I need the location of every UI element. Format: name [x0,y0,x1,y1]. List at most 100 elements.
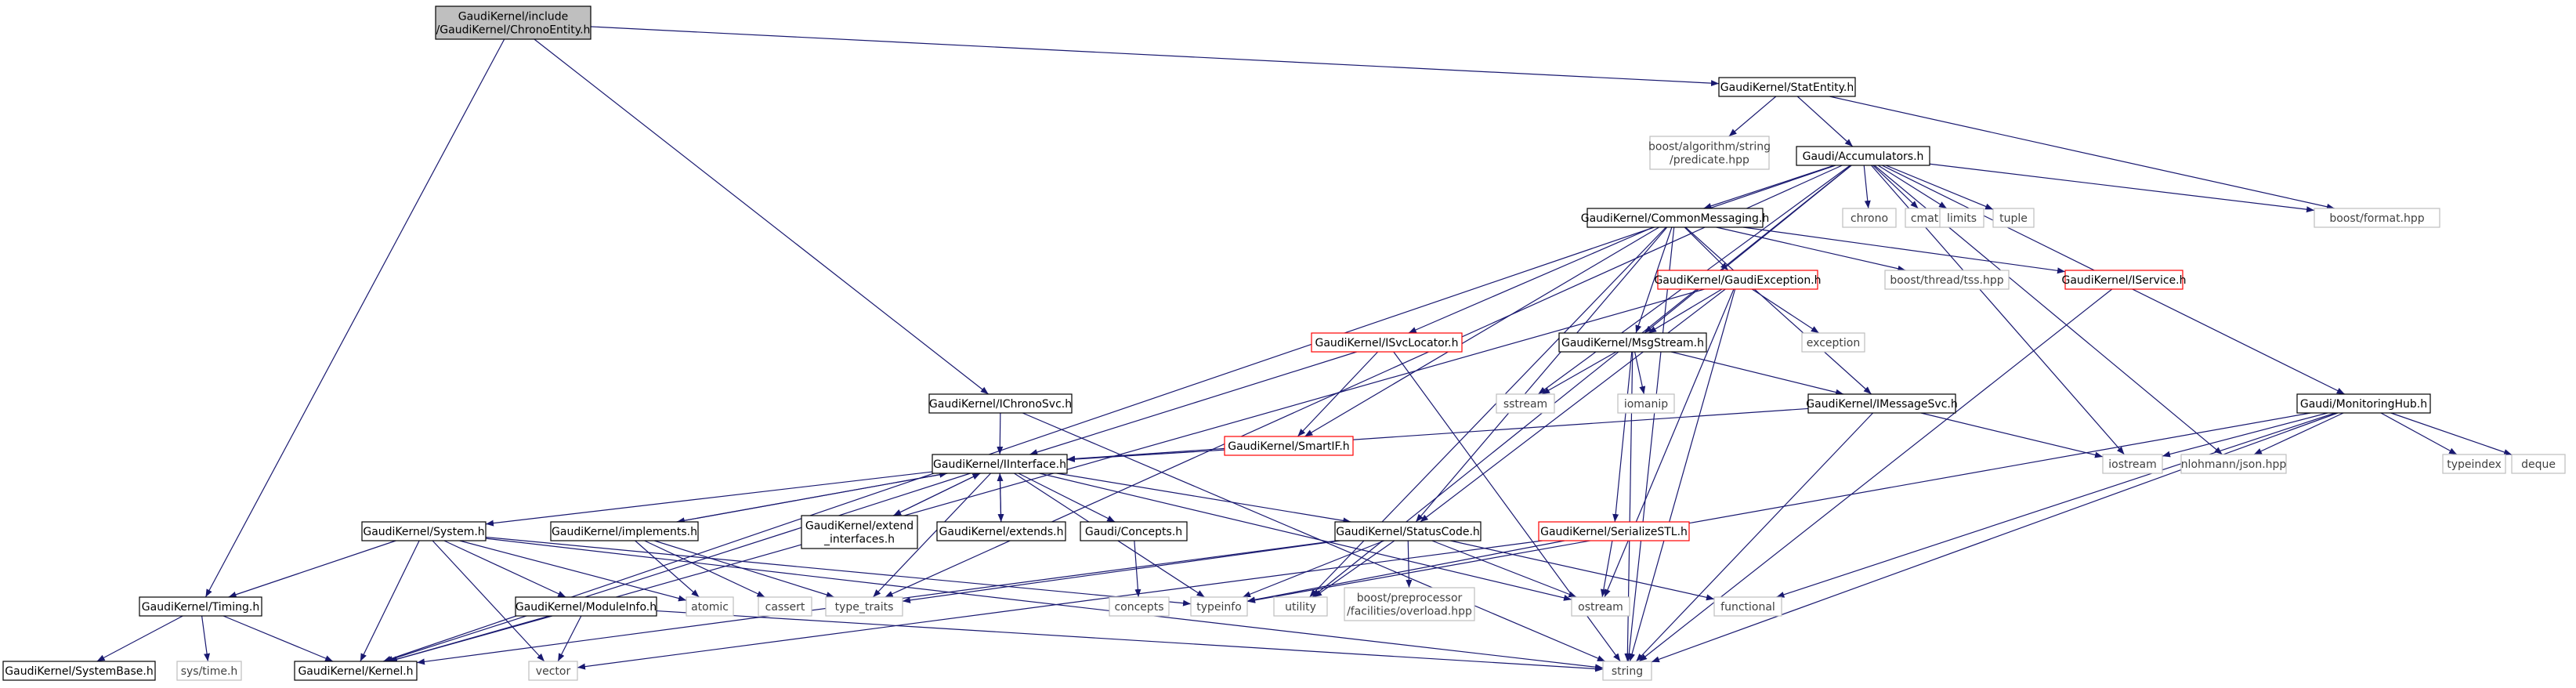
node-utility: utility [1273,596,1328,617]
edge-statuscode-to-ostream [1431,540,1577,598]
node-timing[interactable]: GaudiKernel/Timing.h [139,596,262,617]
edge-commonmessaging-to-imessagesvc [1684,226,1872,395]
node-box [1190,596,1248,617]
edge-commonmessaging-to-statuscode [1415,226,1668,523]
edge-monitoringhub-to-typeinfo [1246,412,2311,603]
edge-commonmessaging-to-smartif [1304,226,1659,437]
edges-layer [96,26,2513,672]
node-commonmessaging[interactable]: GaudiKernel/CommonMessaging.h [1581,208,1770,228]
edge-ichronosvc-to-string [1022,412,1606,662]
node-label: typeinfo [1196,601,1242,614]
node-label: atomic [691,601,729,614]
edge-root-to-statentity [590,26,1720,87]
edge-timing-to-systime [201,615,211,662]
node-box [686,596,734,617]
node-statuscode[interactable]: GaudiKernel/StatusCode.h [1334,521,1482,541]
node-kernel[interactable]: GaudiKernel/Kernel.h [294,661,418,681]
node-msgstream[interactable]: GaudiKernel/MsgStream.h [1558,332,1707,353]
edge-statuscode-to-typetraits [902,540,1340,603]
edge-root-to-ichronosvc [534,38,990,395]
edge-moduleinfo-to-string [656,610,1604,672]
edge-system-to-atomic [459,540,687,602]
node-statentity[interactable]: GaudiKernel/StatEntity.h [1718,77,1856,97]
node-label: iostream [2108,458,2157,471]
node-label: nlohmann/json.hpp [2181,458,2287,471]
node-label: GaudiKernel/implements.h [552,526,697,538]
edge-serializestl-to-ostream [1600,540,1613,598]
node-box [1801,332,1865,353]
edge-serializestl-to-typeinfo [1246,540,1565,603]
edge-timing-to-systembase [96,615,183,662]
edge-commonmessaging-to-msgstream [1635,226,1673,334]
node-iomanip: iomanip [1617,393,1675,414]
edge-statuscode-to-typeinfo [1242,540,1385,598]
node-box [1571,596,1630,617]
edge-accumulators-to-commonmessaging [1703,165,1835,209]
edge-accumulators-to-limits [1877,165,1948,209]
node-typeinfo: typeinfo [1190,596,1248,617]
node-gaudiexception[interactable]: GaudiKernel/GaudiException.h [1654,270,1822,290]
node-box [1602,661,1652,681]
node-box [361,521,487,541]
node-box [932,454,1068,474]
node-boostformat: boost/format.hpp [2314,208,2440,228]
node-atomic: atomic [686,596,734,617]
node-cassert: cassert [758,596,812,617]
node-extendinterfaces[interactable]: GaudiKernel/extend_interfaces.h [801,515,918,549]
node-box [1586,208,1764,228]
node-concepts_h[interactable]: Gaudi/Concepts.h [1080,521,1188,541]
edge-iinterface-to-system [485,471,933,527]
node-label: GaudiKernel/CommonMessaging.h [1581,212,1770,225]
node-limits: limits [1939,208,1984,228]
node-root[interactable]: GaudiKernel/include/GaudiKernel/ChronoEn… [435,5,592,40]
node-label: GaudiKernel/MsgStream.h [1561,337,1704,349]
node-typetraits: type_traits [825,596,903,617]
node-label: deque [2521,458,2556,471]
node-label: cmath [1911,212,1945,225]
node-box [1617,393,1675,414]
node-label: concepts [1114,601,1163,614]
node-label: GaudiKernel/IMessageSvc.h [1806,398,1957,411]
node-imessagesvc[interactable]: GaudiKernel/IMessageSvc.h [1806,393,1958,414]
node-extends[interactable]: GaudiKernel/extends.h [936,521,1066,541]
edge-accumulators-to-kernel [382,165,1836,662]
node-box [515,596,657,617]
node-implements[interactable]: GaudiKernel/implements.h [550,521,699,541]
node-box [1224,436,1354,456]
node-box [2296,393,2431,414]
node-ostream: ostream [1571,596,1630,617]
node-label: ostream [1578,601,1623,614]
node-systembase[interactable]: GaudiKernel/SystemBase.h [2,661,156,681]
edge-monitoringhub-to-json [2253,412,2344,455]
node-box [1109,596,1170,617]
edge-serializestl-to-vector [577,540,1543,670]
node-tuple: tuple [1992,208,2035,228]
node-monitoringhub[interactable]: Gaudi/MonitoringHub.h [2296,393,2431,414]
node-label: GaudiKernel/StatEntity.h [1720,81,1854,94]
node-box [1884,270,2010,290]
node-system[interactable]: GaudiKernel/System.h [361,521,487,541]
node-label: type_traits [835,601,894,614]
edge-commonmessaging-to-isvclocator [1408,226,1654,334]
node-box [435,5,592,40]
node-serializestl[interactable]: GaudiKernel/SerializeSTL.h [1538,521,1690,541]
node-iservice[interactable]: GaudiKernel/IService.h [2062,270,2187,290]
nodes-layer: GaudiKernel/include/GaudiKernel/ChronoEn… [2,5,2566,681]
node-label: GaudiKernel/IInterface.h [933,458,1066,471]
node-label: cassert [765,601,805,614]
node-smartif[interactable]: GaudiKernel/SmartIF.h [1224,436,1354,456]
node-label: GaudiKernel/Kernel.h [298,665,413,678]
node-moduleinfo[interactable]: GaudiKernel/ModuleInfo.h [515,596,657,617]
node-iinterface[interactable]: GaudiKernel/IInterface.h [932,454,1068,474]
node-accumulators[interactable]: Gaudi/Accumulators.h [1796,146,1930,166]
edge-accumulators-to-boostformat [1929,163,2315,213]
node-isvclocator[interactable]: GaudiKernel/ISvcLocator.h [1311,332,1463,353]
node-ichronosvc[interactable]: GaudiKernel/IChronoSvc.h [928,393,1073,414]
node-box [1080,521,1188,541]
node-label: boost/algorithm/string [1648,141,1771,154]
edge-iinterface-to-ostream [1039,473,1572,601]
edge-moduleinfo-to-vector [557,615,582,662]
node-label: boost/format.hpp [2329,212,2424,225]
edge-statuscode-to-overload [1406,540,1413,588]
node-box [1273,596,1328,617]
